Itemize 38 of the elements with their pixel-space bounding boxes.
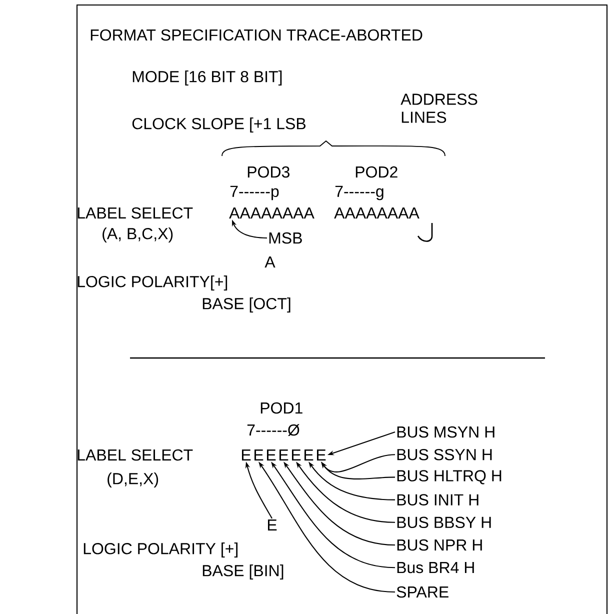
signal-label: BUS INIT H (397, 494, 478, 506)
signal-label: BUS NPR H (397, 539, 482, 551)
bit-letter: E (266, 450, 276, 460)
bit-letter: E (254, 450, 264, 460)
label-text: 7------g (335, 186, 384, 200)
label-text: MODE [16 BIT 8 BIT] (132, 70, 282, 86)
bit-letter: E (316, 450, 326, 460)
label-text: (D,E,X) (108, 472, 158, 488)
label-text: BASE [OCT] (202, 298, 290, 312)
label-text: 7------Ø (247, 424, 300, 436)
label-text: MSB (269, 232, 302, 244)
label-text: POD2 (356, 166, 398, 178)
bit-letter: E (304, 450, 314, 460)
bit-letter: E (292, 450, 301, 460)
label-text: 7------p (230, 186, 279, 200)
bit-letter: E (279, 450, 288, 460)
signal-label: BUS HLTRQ H (397, 470, 502, 484)
label-text: A (264, 256, 276, 268)
bit-letters: AAAAAAAA (229, 208, 314, 218)
label-text: (A, B,C,X) (102, 228, 173, 242)
bit-letter: E (268, 520, 277, 530)
signal-label: BUS SSYN H (397, 448, 492, 460)
signal-label: BUS MSYN H (397, 426, 494, 438)
label-text: POD3 (248, 166, 290, 178)
label-text: BASE [BIN] (202, 564, 284, 580)
label-text: LABEL SELECT (78, 449, 193, 461)
label-text: LABEL SELECT (78, 207, 193, 219)
signal-label: SPARE (396, 586, 448, 598)
bit-letters: AAAAAAAA (334, 208, 420, 218)
signal-label: Bus BR4 H (397, 562, 474, 574)
label-text: ADDRESS LINES (400, 94, 478, 123)
label-text: LOGIC POLARITY [+] (84, 542, 238, 558)
label-text: LOGIC POLARITY[+] (78, 276, 228, 290)
bit-letter: E (242, 450, 251, 460)
signal-label: BUS BBSY H (397, 516, 491, 528)
label-text: CLOCK SLOPE [+1 LSB (132, 118, 306, 132)
title: FORMAT SPECIFICATION TRACE-ABORTED (90, 29, 422, 41)
label-text: POD1 (260, 402, 302, 414)
